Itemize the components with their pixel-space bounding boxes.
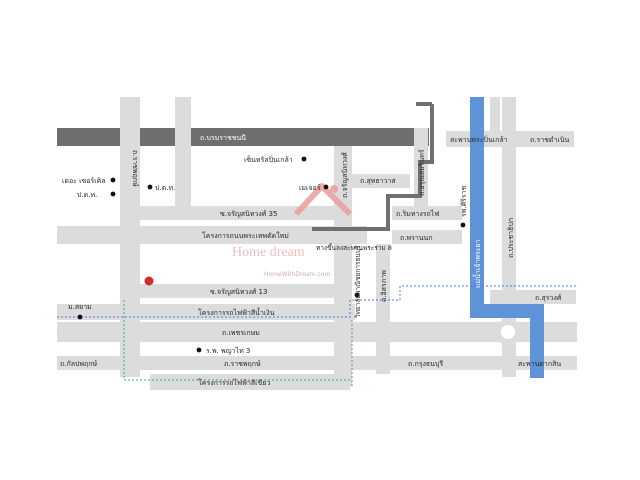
road-network xyxy=(57,97,577,390)
label-krungthonburi: ถ.กรุงธนบุรี xyxy=(408,360,443,368)
label-arunamarin: ถ.อรุณอมรินทร์ xyxy=(418,149,426,196)
label-ratchadamnoen: ถ.ราชดำเนิน xyxy=(530,136,570,144)
poi-dot-major xyxy=(323,184,329,190)
road-vertical-top xyxy=(490,97,500,135)
road-petchkasem xyxy=(57,322,577,342)
road-rimthangrotfai xyxy=(392,206,462,220)
label-ratchaphruek-vertical: ถ.ราชพฤกษ์ xyxy=(131,150,139,187)
label-prachathipok: ถ.ประชาธิปก xyxy=(507,218,515,258)
label-blue-line: โครงการรถไฟฟ้าสีน้ำเงิน xyxy=(198,306,275,317)
road-suthawat xyxy=(350,174,410,188)
watermark-roof-icon xyxy=(293,183,353,217)
label-charansanitwong: ถ.จรัญสนิทวงศ์ xyxy=(341,152,349,198)
label-soi-35: ซ.จรัญสนิทวงศ์ 35 xyxy=(220,210,277,218)
watermark-logo: Home dream xyxy=(232,245,305,260)
label-ptt-2: ป.ต.ท. xyxy=(155,184,175,192)
label-boromratchonnani: ถ.บรมราชชนนี xyxy=(200,134,246,142)
label-pranok: ถ.พรานนก xyxy=(400,234,433,242)
poi-dot-siriraj xyxy=(460,222,466,228)
watermark-dot-icon xyxy=(330,185,338,193)
road-ratchaphruek-h xyxy=(57,356,577,370)
label-ptt-1: ป.ต.ท. xyxy=(77,191,97,199)
poi-dot-ptt-1 xyxy=(110,191,116,197)
label-taksin-bridge: สะพานตากสิน xyxy=(518,360,561,368)
poi-dot-ptt-2 xyxy=(147,184,153,190)
road-soi-13 xyxy=(140,284,350,298)
label-wittayalai: วิทยาลัยพาณิชยการธนบุรี xyxy=(354,245,362,318)
label-siam-u: ม.สยาม xyxy=(68,303,92,311)
label-major: เมเจอร์ xyxy=(299,184,321,192)
poi-dots xyxy=(77,156,466,353)
rama8-approach-road xyxy=(312,104,434,231)
road-pranok xyxy=(392,230,462,244)
label-suang: ถ.สุรวงศ์ xyxy=(535,294,562,302)
blue-line-route xyxy=(57,285,576,318)
label-suthawat: ถ.สุทธาวาส xyxy=(360,177,396,185)
label-pinklao-bridge: สะพานพระปิ่นเกล้า xyxy=(450,135,508,144)
label-soi-13: ซ.จรัญสนิทวงศ์ 13 xyxy=(210,288,267,296)
property-marker[interactable] xyxy=(144,276,154,286)
label-river: แม่น้ำเจ้าพระยา xyxy=(471,239,482,288)
road-vertical-1 xyxy=(120,97,140,377)
label-new-road-project: โครงการถนนพระเทพตัดใหม่ xyxy=(202,231,289,240)
poi-dot-siam-u xyxy=(77,314,83,320)
label-itsaraphap: ถ.อิสรภาพ xyxy=(380,270,388,302)
roundabout xyxy=(495,319,521,345)
label-rimthangrotfai: ถ.ริมทางรถไฟ xyxy=(396,209,439,218)
label-green-line: โครงการรถไฟฟ้าสีเขียว xyxy=(198,378,270,387)
label-petchkasem: ถ.เพชรเกษม xyxy=(222,329,260,337)
label-siriraj: รพ.ศิริราช xyxy=(460,186,468,217)
poi-dot-wittayalai xyxy=(354,292,360,298)
label-ratchaphruek: ถ.ราชพฤกษ์ xyxy=(224,360,261,368)
watermark: Home dream HomeWithDream.com xyxy=(232,183,353,278)
label-the-circle: เดอะ เซอร์เคิล xyxy=(62,177,106,185)
watermark-url: HomeWithDream.com xyxy=(264,271,330,278)
label-rama8: ทางขึ้นลงสะพานพระราม 8 xyxy=(316,243,392,252)
road-itsaraphap xyxy=(376,244,390,374)
label-kanlapaphruek: ถ.กัลปพฤกษ์ xyxy=(60,360,98,368)
road-vertical-2 xyxy=(175,97,191,215)
label-phayathai3: ร.พ. พญาไท 3 xyxy=(206,346,250,355)
chao-phraya-river xyxy=(470,97,544,378)
road-boromratchonnani xyxy=(57,128,429,146)
vertical-labels: ถ.ราชพฤกษ์ ถ.จรัญสนิทวงศ์ ถ.อรุณอมรินทร์… xyxy=(131,149,515,318)
road-labels: ถ.บรมราชชนนี สะพานพระปิ่นเกล้า ถ.ราชดำเน… xyxy=(60,134,570,387)
poi-dot-central xyxy=(301,156,307,162)
label-central-pinklao: เซ็นทรัลปิ่นเกล้า xyxy=(244,155,293,164)
poi-dot-phayathai3 xyxy=(196,347,202,353)
road-green-line xyxy=(150,374,350,390)
poi-dot-the-circle xyxy=(110,177,116,183)
